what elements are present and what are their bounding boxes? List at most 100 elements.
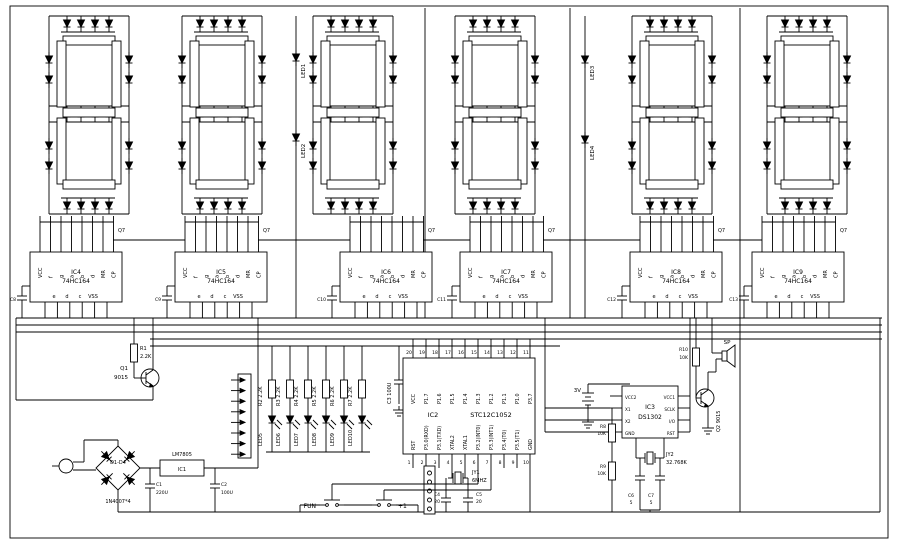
pin-label: VCC1 (664, 395, 676, 400)
buttons: FUN +1 (299, 468, 492, 512)
pin-label: a (70, 275, 76, 278)
pin-label: f (479, 276, 485, 278)
bypass-cap-ref: C13 (729, 297, 738, 303)
q7-label: Q7 (263, 228, 270, 234)
pin-label: f (771, 276, 777, 278)
ic-part: 74HC164 (372, 278, 400, 285)
c4-val: 20 (434, 499, 440, 505)
ic-body (17, 216, 122, 318)
pin-label: a (792, 275, 798, 278)
cap-c7-icon (654, 469, 666, 487)
power-supply: D1-D4 1N4007*4 LM7805 IC1 C1 220U C2 100… (52, 439, 258, 512)
pin-label: d (65, 294, 68, 300)
c2-val: 100U (221, 490, 233, 496)
pin-label: P1.4 (463, 393, 469, 404)
pin-label: GND (625, 431, 635, 436)
pin-label: VSS (518, 294, 528, 300)
ic-part: 74HC164 (784, 278, 812, 285)
pin-label: g (489, 275, 495, 278)
pin-label: d (691, 275, 697, 278)
c4-ref: C4 (434, 492, 440, 498)
r8-ref: R8 (600, 424, 606, 430)
pin-label: b (225, 275, 231, 278)
pin-label: XTAL1 (463, 435, 469, 450)
pin-label: 17 (445, 350, 451, 356)
pin-label: d (210, 294, 213, 300)
cap-c6-icon (634, 469, 646, 487)
pin-label: VSS (88, 294, 98, 300)
battery-icon (581, 387, 595, 411)
display-digit-3 (310, 16, 397, 214)
c1-val: 220U (156, 490, 168, 496)
pin-label: a (380, 275, 386, 278)
pin-label: GND (528, 439, 534, 450)
pin-label: P1.6 (437, 393, 443, 404)
bypass-cap-ref: C11 (437, 297, 446, 303)
pin-label: 18 (432, 350, 438, 356)
pin-label: MR (531, 270, 537, 278)
r10-ref: R10 (679, 347, 688, 353)
resistor (358, 375, 366, 403)
pin-label: g (369, 275, 375, 278)
pin-label: a (215, 275, 221, 278)
c5-ref: C5 (476, 492, 482, 498)
resistor (304, 375, 312, 403)
pin-label: e (362, 294, 365, 300)
bridge-ref: D1-D4 (110, 460, 126, 466)
ic-ref: IC4 (71, 269, 81, 276)
ac-input-connector (58, 458, 74, 474)
pin-label: P3.7 (528, 393, 534, 404)
pin-label: VSS (398, 294, 408, 300)
pin-label: c (801, 294, 804, 300)
pin-label: R7 2.2K (348, 386, 354, 406)
led-icon (269, 412, 283, 429)
bus-wires (15, 8, 882, 513)
resistor (340, 375, 348, 403)
ic-part: 74HC164 (662, 278, 690, 285)
speaker-icon (721, 344, 736, 368)
resistor-r9 (608, 457, 616, 485)
r8-val: 10K (597, 431, 607, 437)
pin-label: e (482, 294, 485, 300)
cap-icon (393, 373, 405, 391)
display-connector-header (230, 373, 252, 459)
ic-ref: IC6 (381, 269, 391, 276)
pin-label: 3 (434, 460, 437, 466)
pin-label: 7 (486, 460, 489, 466)
pin-label: f (649, 276, 655, 278)
ic-part: 74HC164 (62, 278, 90, 285)
q7-label: Q7 (840, 228, 847, 234)
pin-label: R6 2.2K (330, 386, 336, 406)
c1-ref: C1 (156, 482, 162, 488)
bypass-cap-ref: C8 (10, 297, 16, 303)
led-icon (359, 412, 373, 429)
pin-label: VCC (411, 393, 417, 404)
pin-label: RST (667, 431, 676, 436)
pin-label: 1 (408, 460, 411, 466)
pin-label: VSS (233, 294, 243, 300)
pin-label: f (49, 276, 55, 278)
pin-label: LED8 (312, 433, 318, 446)
ic-ref: IC7 (501, 269, 511, 276)
pin-label: VSS (810, 294, 820, 300)
pin-label: c (79, 294, 82, 300)
q1-part: 9015 (114, 375, 128, 381)
c3-label: C3 100U (387, 382, 393, 404)
q7-label: Q7 (548, 228, 555, 234)
pin-label: b (680, 275, 686, 278)
pin-label: VCC (760, 267, 766, 278)
pin-label: e (774, 294, 777, 300)
pin-label: d (401, 275, 407, 278)
pin-label: g (781, 275, 787, 278)
ic-part: 74HC164 (492, 278, 520, 285)
pin-label: CP (257, 271, 263, 278)
